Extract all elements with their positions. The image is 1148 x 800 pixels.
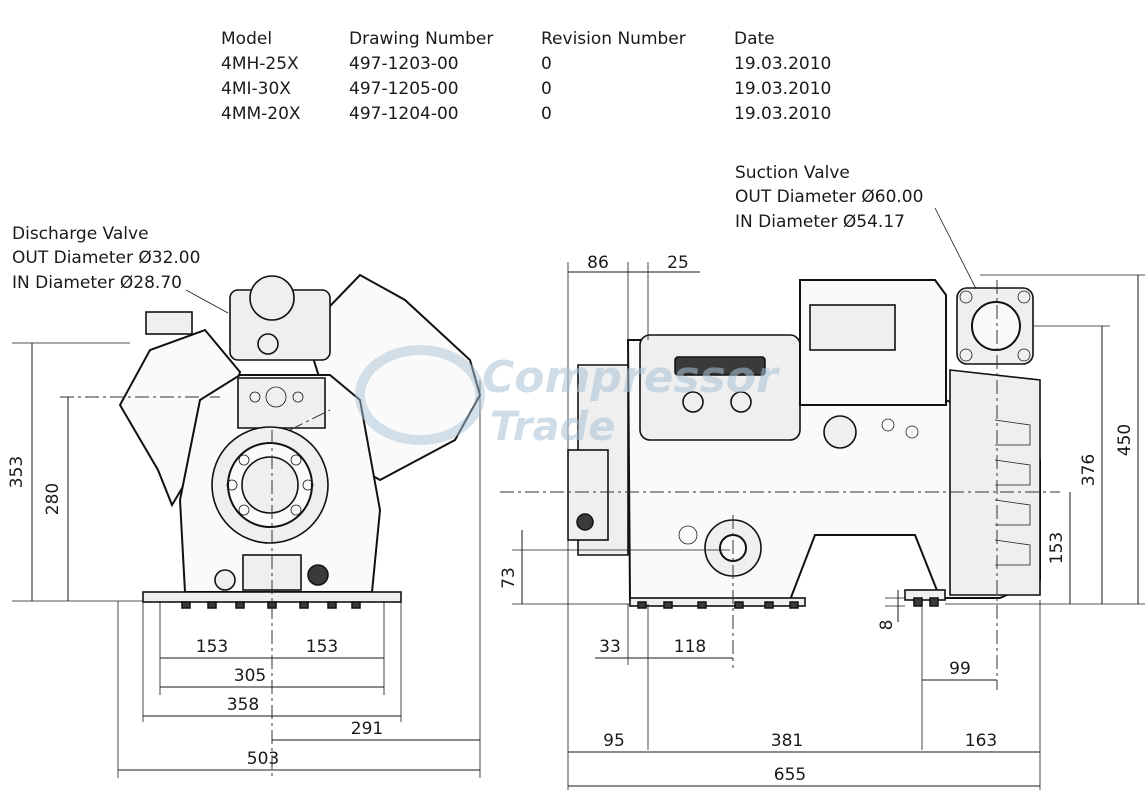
- front-oil-sight-glass: [307, 564, 329, 586]
- suction-valve-callout: Suction Valve OUT Diameter Ø60.00 IN Dia…: [735, 163, 998, 331]
- table-cell: 19.03.2010: [734, 79, 831, 99]
- discharge-leader-line: [185, 289, 229, 314]
- dim-front-half-right: 153: [306, 637, 338, 657]
- table-cell: 0: [541, 54, 552, 74]
- side-mount-bolts: [637, 597, 939, 609]
- table-cell: 4MM-20X: [221, 104, 301, 124]
- dim-side-seg-95: 95: [603, 731, 625, 751]
- side-crankcase-sight: [823, 415, 857, 449]
- dim-side-top-86: 86: [587, 253, 609, 273]
- discharge-valve-in-diameter: IN Diameter Ø28.70: [12, 273, 182, 293]
- dim-side-height-73: 73: [499, 567, 519, 589]
- table-cell: 497-1204-00: [349, 104, 459, 124]
- dim-front-height-center: 280: [43, 483, 63, 515]
- suction-valve-in-diameter: IN Diameter Ø54.17: [735, 212, 905, 232]
- dim-front-half-left: 153: [196, 637, 228, 657]
- watermark-text-line2: Trade: [490, 404, 615, 450]
- side-base-rail: [629, 597, 806, 607]
- table-cell: 19.03.2010: [734, 104, 831, 124]
- side-motor-housing: [949, 369, 1041, 596]
- dim-side-offset-99: 99: [949, 659, 971, 679]
- dim-side-height-153: 153: [1047, 532, 1067, 564]
- front-shaft-bore: [241, 456, 299, 514]
- suction-port: [971, 301, 1021, 351]
- drawing-info-table: Model Drawing Number Revision Number Dat…: [221, 29, 831, 124]
- side-rear-foot: [904, 589, 946, 601]
- discharge-valve-callout: Discharge Valve OUT Diameter Ø32.00 IN D…: [12, 224, 229, 314]
- suction-valve-out-diameter: OUT Diameter Ø60.00: [735, 187, 923, 207]
- dim-front-base-width: 358: [227, 695, 259, 715]
- table-cell: 4MI-30X: [221, 79, 291, 99]
- table-cell: 497-1205-00: [349, 79, 459, 99]
- suction-valve-title: Suction Valve: [735, 163, 850, 183]
- side-view: [500, 279, 1060, 690]
- side-dimensions: 86 25 73 33 118 8 99 95 381 163 655: [499, 253, 1145, 790]
- table-header-model: Model: [221, 29, 272, 49]
- dim-side-height-450: 450: [1115, 424, 1135, 456]
- side-head-nameplate: [674, 356, 766, 376]
- dim-side-offset-118: 118: [674, 637, 706, 657]
- table-cell: 0: [541, 104, 552, 124]
- discharge-valve-stub: [145, 311, 193, 335]
- dim-side-seg-381: 381: [771, 731, 803, 751]
- compressor-trade-watermark: Compressor Trade: [355, 345, 780, 450]
- discharge-valve-title: Discharge Valve: [12, 224, 149, 244]
- dim-front-height-total: 353: [7, 456, 27, 488]
- table-cell: 0: [541, 79, 552, 99]
- dim-front-mount-span: 305: [234, 666, 266, 686]
- table-cell: 497-1203-00: [349, 54, 459, 74]
- dim-side-foot-8: 8: [877, 620, 897, 631]
- front-dimensions: 353 280 153 153 305 358 291 503: [7, 342, 481, 778]
- dim-side-height-376: 376: [1079, 454, 1099, 486]
- front-pressure-gauge: [257, 333, 279, 355]
- dim-front-center-to-edge: 291: [351, 719, 383, 739]
- dim-side-seg-163: 163: [965, 731, 997, 751]
- front-flange-plate: [237, 377, 326, 429]
- watermark-logo-swirl: [355, 345, 485, 445]
- table-header-date: Date: [734, 29, 775, 49]
- front-oil-plug: [214, 569, 236, 591]
- side-terminal-label: [809, 304, 896, 351]
- table-cell: 4MH-25X: [221, 54, 299, 74]
- table-header-revision-number: Revision Number: [541, 29, 686, 49]
- dim-front-overall-width: 503: [247, 749, 279, 769]
- front-mount-bolts: [181, 601, 361, 609]
- front-valve-dome: [249, 275, 295, 321]
- discharge-valve-out-diameter: OUT Diameter Ø32.00: [12, 248, 200, 268]
- table-header-drawing-number: Drawing Number: [349, 29, 493, 49]
- table-cell: 19.03.2010: [734, 54, 831, 74]
- watermark-text-line1: Compressor: [482, 352, 780, 403]
- dim-side-overall-length: 655: [774, 765, 806, 785]
- dim-side-top-25: 25: [667, 253, 689, 273]
- dim-side-offset-33: 33: [599, 637, 621, 657]
